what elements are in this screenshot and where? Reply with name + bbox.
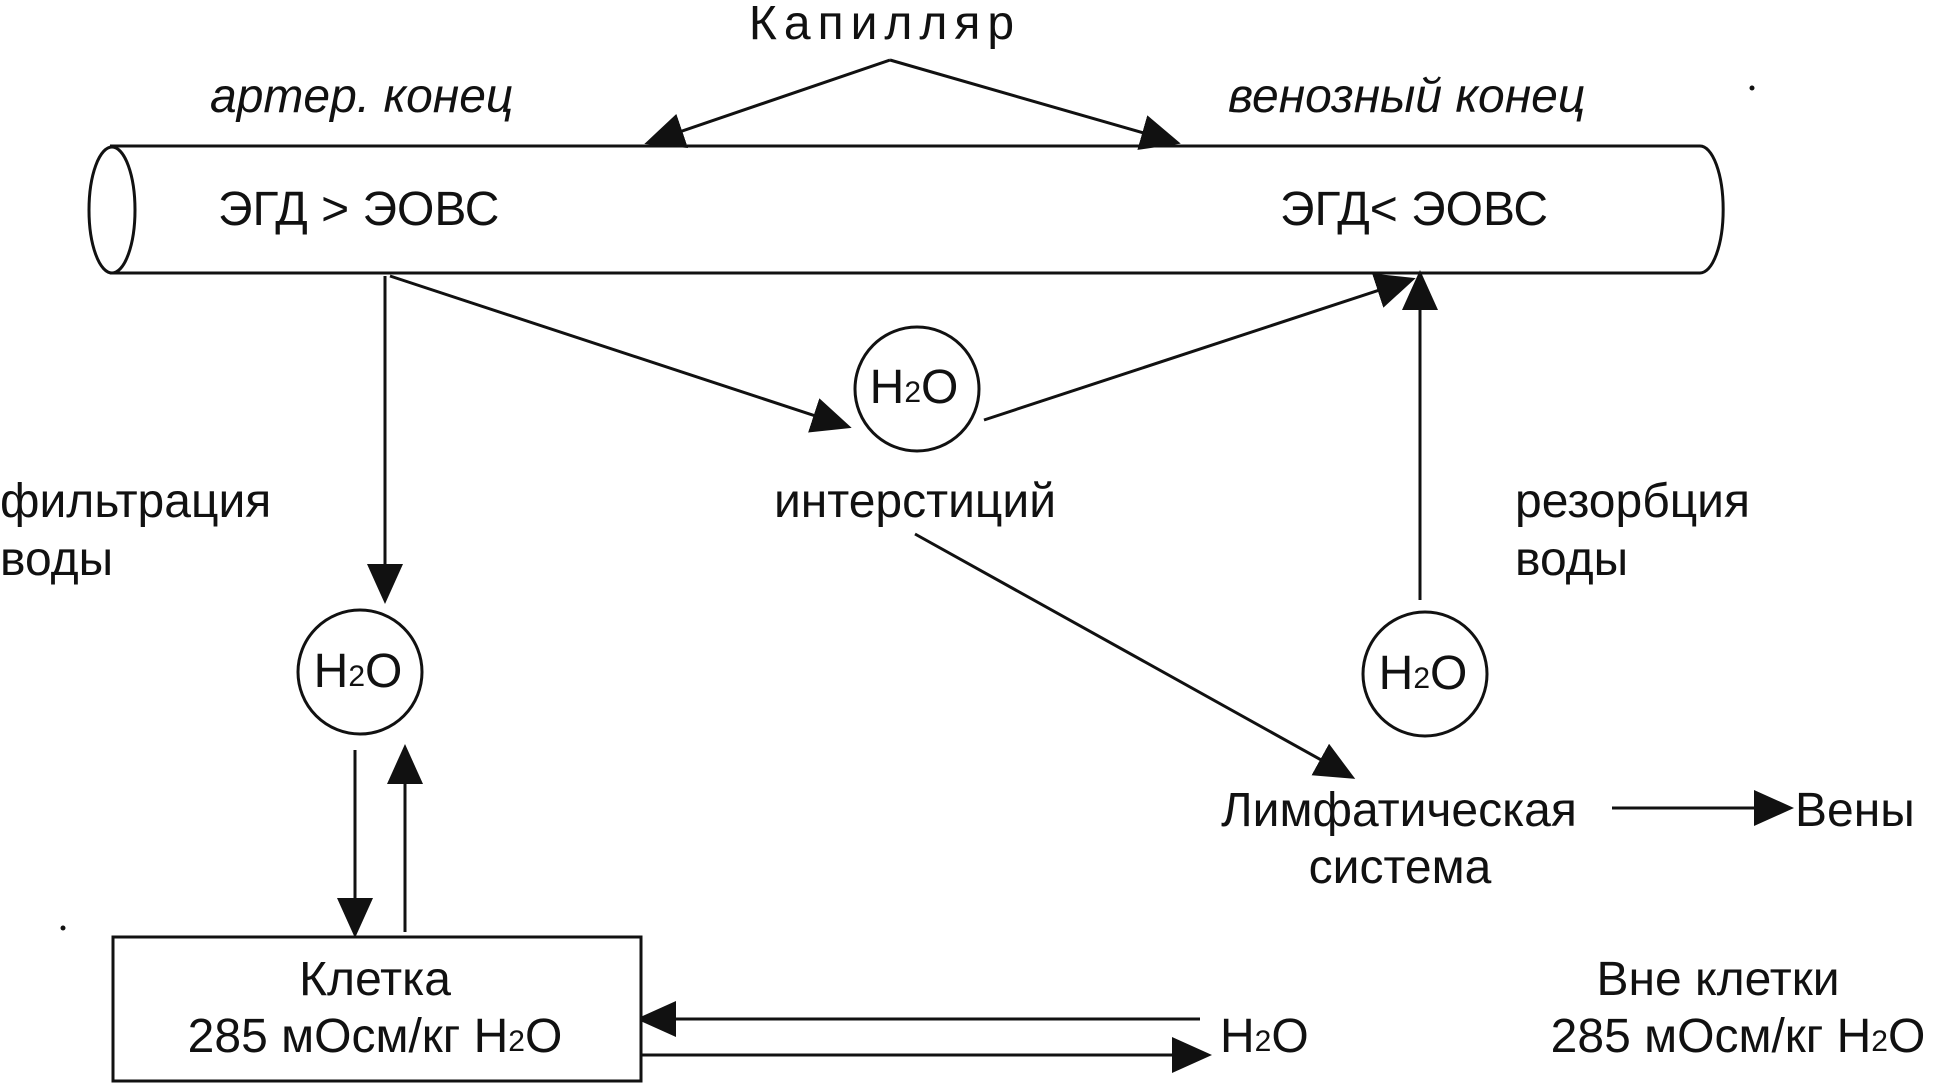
water-symbol-main: H — [1378, 647, 1414, 700]
water-symbol-main: H — [869, 361, 905, 414]
veins-label: Вены — [1795, 784, 1915, 837]
water-symbol-main: H — [313, 645, 349, 698]
capillary-title: Капилляр — [748, 0, 1022, 50]
cell-box — [111, 935, 643, 1083]
arterial-relation: ЭГД > ЭОВС — [218, 183, 500, 236]
interstitium-to-venous-arrow — [983, 273, 1416, 422]
water-symbol-tail: O — [1430, 647, 1468, 700]
water-symbol-tail: O — [1271, 1010, 1309, 1063]
resorption-label-line1: резорбция — [1515, 475, 1750, 528]
interstitium-water-circle — [853, 325, 981, 453]
water-symbol-main: H — [1220, 1010, 1255, 1063]
venous-end-label: венозный конец — [1228, 70, 1586, 123]
water-symbol-tail: O — [365, 645, 403, 698]
interstitium-to-lymph-arrow — [914, 532, 1356, 779]
outside-title: Вне клетки — [1596, 953, 1840, 1006]
cell-osmolality-prefix: 285 мОсм/кг H — [187, 1010, 509, 1063]
outside-osmolality-tail: O — [1887, 1010, 1926, 1063]
water-symbol-sub: 2 — [904, 376, 922, 409]
scan-dot — [1749, 85, 1755, 91]
lymph-label-line1: Лимфатическая — [1221, 784, 1577, 837]
cell-osmolality-sub: 2 — [508, 1025, 525, 1058]
water-symbol-sub: 2 — [1413, 662, 1431, 695]
water-symbol-sub: 2 — [348, 660, 366, 693]
to-interstitium-arrow — [389, 274, 852, 433]
arterial-end-label: артер. конец — [210, 70, 514, 123]
outside-osmolality-sub: 2 — [1871, 1025, 1888, 1058]
water-symbol-tail: O — [921, 361, 959, 414]
capillary-title-arrows — [644, 58, 1181, 150]
interstitium-label: интерстиций — [773, 475, 1057, 528]
resorption-label-line2: воды — [1515, 533, 1629, 586]
scan-dot — [60, 925, 66, 931]
resorbed-water-circle — [1361, 610, 1489, 738]
filtration-label-line2: воды — [0, 533, 114, 586]
water-symbol-sub: 2 — [1254, 1025, 1272, 1058]
outside-osmolality-prefix: 285 мОсм/кг H — [1550, 1010, 1872, 1063]
cell-osmolality-tail: O — [524, 1010, 563, 1063]
filtration-label-line1: фильтрация — [0, 475, 272, 528]
lymph-label-line2: система — [1308, 841, 1492, 894]
venous-relation: ЭГД< ЭОВС — [1280, 183, 1549, 236]
cell-title: Клетка — [299, 953, 451, 1006]
filtered-water-circle — [296, 608, 424, 736]
